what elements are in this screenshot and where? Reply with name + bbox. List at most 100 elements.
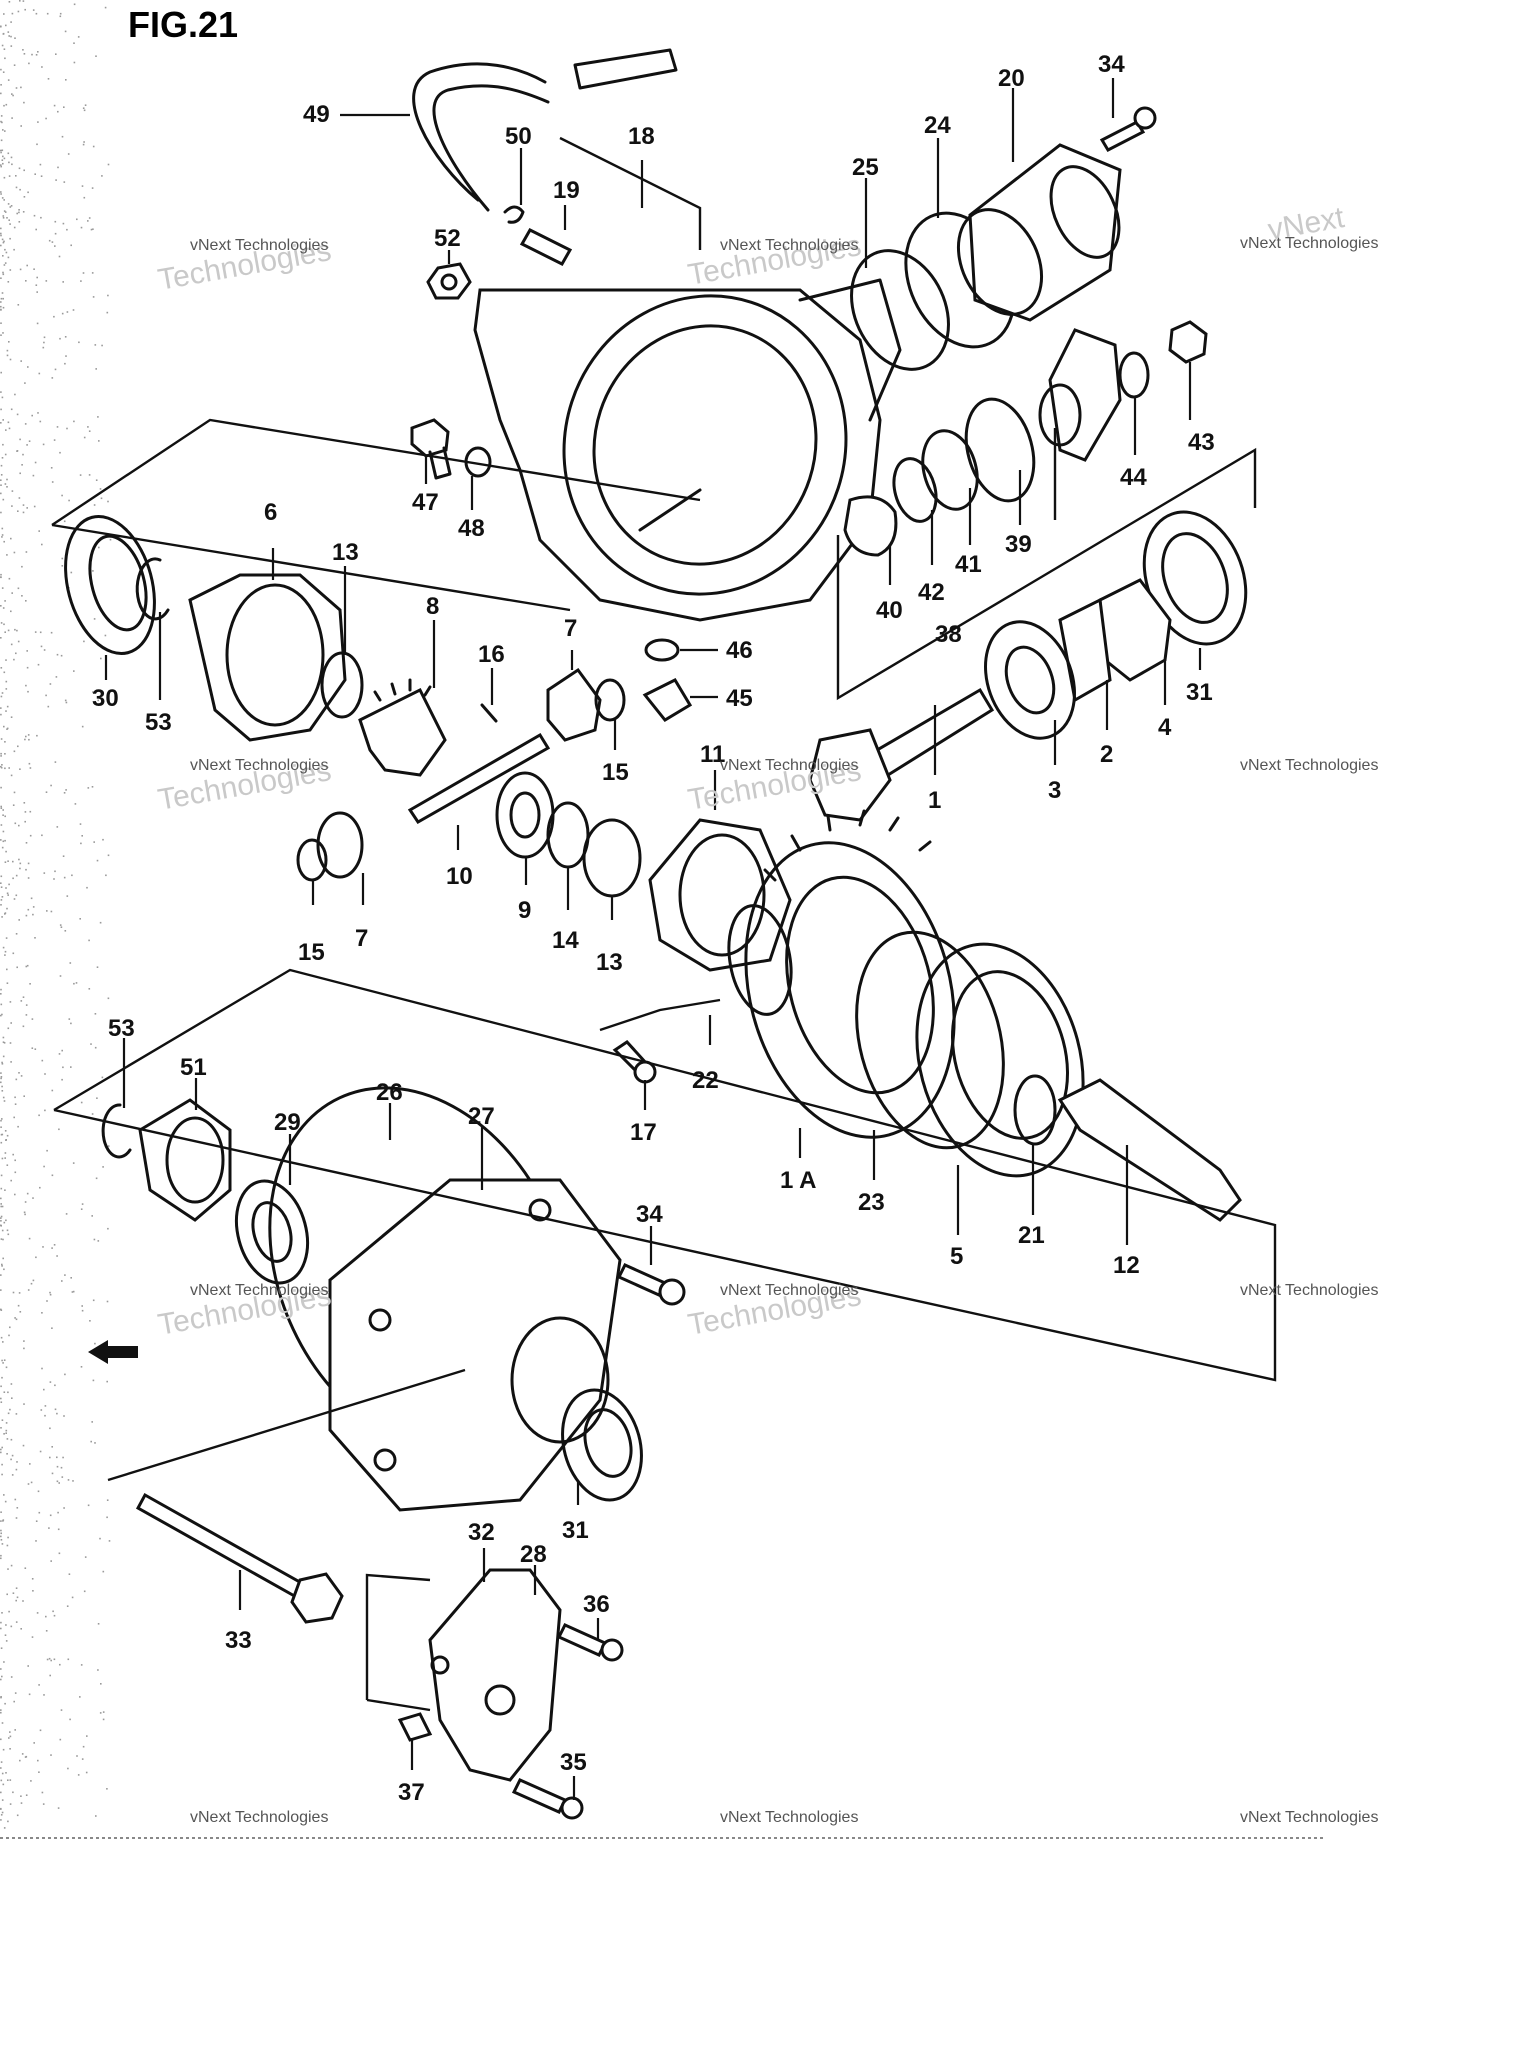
callout-1: 1 bbox=[928, 787, 941, 814]
watermark-small-1: vNext Technologies bbox=[190, 237, 328, 254]
spacer-2 bbox=[1058, 597, 1112, 703]
direction-arrow bbox=[88, 1340, 138, 1364]
callout-49: 49 bbox=[303, 101, 330, 128]
callout-15-lower: 15 bbox=[298, 939, 325, 966]
callout-numbers: 49 50 18 19 52 25 24 20 34 47 48 43 44 3… bbox=[92, 51, 1215, 1806]
washer-21 bbox=[1013, 1074, 1057, 1146]
callout-48: 48 bbox=[458, 515, 485, 542]
callout-5: 5 bbox=[950, 1243, 963, 1270]
snapring-53-lower bbox=[101, 1103, 132, 1159]
bolt-47 bbox=[410, 418, 452, 480]
extension-case-20 bbox=[956, 143, 1122, 322]
pinion-gear-8 bbox=[358, 678, 447, 777]
flange-43-44 bbox=[1038, 320, 1208, 462]
washer-22 bbox=[727, 904, 793, 1016]
callout-13-top: 13 bbox=[332, 539, 359, 566]
gasket-25 bbox=[850, 249, 950, 371]
watermark-small-12: vNext Technologies bbox=[1240, 1809, 1378, 1826]
callout-2: 2 bbox=[1100, 741, 1113, 768]
washer-13-top bbox=[320, 651, 364, 719]
pin-19 bbox=[519, 228, 573, 266]
callout-39: 39 bbox=[1005, 531, 1032, 558]
callout-18: 18 bbox=[628, 123, 655, 150]
callout-32: 32 bbox=[468, 1519, 495, 1546]
gear-9 bbox=[495, 771, 555, 859]
callout-15-top: 15 bbox=[602, 759, 629, 786]
nut-52 bbox=[426, 262, 472, 300]
washer-13-mid bbox=[582, 818, 642, 898]
hose-49 bbox=[412, 48, 678, 212]
callout-44: 44 bbox=[1120, 464, 1147, 491]
clip-50 bbox=[503, 205, 525, 224]
callout-31-lower: 31 bbox=[562, 1517, 589, 1544]
callout-28: 28 bbox=[520, 1541, 547, 1568]
callout-1A: 1 A bbox=[780, 1167, 816, 1194]
callout-53-top: 53 bbox=[145, 709, 172, 736]
bolt-34-lower bbox=[616, 1263, 686, 1306]
callout-21: 21 bbox=[1018, 1222, 1045, 1249]
scan-noise bbox=[0, 0, 112, 1829]
callout-35: 35 bbox=[560, 1749, 587, 1776]
bearing-31-lower bbox=[561, 1388, 643, 1502]
bracket-lines bbox=[51, 136, 1277, 1712]
watermark-small-3: vNext Technologies bbox=[1240, 235, 1378, 252]
washer-14 bbox=[546, 801, 590, 869]
side-gear-7-top bbox=[546, 667, 626, 742]
callout-22: 22 bbox=[692, 1067, 719, 1094]
bolt-34-top bbox=[1099, 106, 1157, 152]
drive-pinion-1 bbox=[808, 687, 995, 822]
callout-43: 43 bbox=[1188, 429, 1215, 456]
callout-38: 38 bbox=[935, 621, 962, 648]
watermark-small-9: vNext Technologies bbox=[1240, 1282, 1378, 1299]
callout-6: 6 bbox=[264, 499, 277, 526]
callout-3: 3 bbox=[1048, 777, 1061, 804]
watermark-small-2: vNext Technologies bbox=[720, 237, 858, 254]
carrier-6 bbox=[188, 573, 347, 742]
watermark-small-4: vNext Technologies bbox=[190, 757, 328, 774]
callout-13-mid: 13 bbox=[596, 949, 623, 976]
callout-4: 4 bbox=[1158, 714, 1172, 741]
spacer-4 bbox=[1098, 578, 1172, 682]
watermark-small-8: vNext Technologies bbox=[720, 1282, 858, 1299]
callout-12: 12 bbox=[1113, 1252, 1140, 1279]
bearing-29 bbox=[235, 1179, 309, 1285]
callout-23: 23 bbox=[858, 1189, 885, 1216]
callout-11: 11 bbox=[700, 741, 725, 768]
callout-26: 26 bbox=[376, 1079, 403, 1106]
watermark-small-7: vNext Technologies bbox=[190, 1282, 328, 1299]
shaft-12 bbox=[1057, 1078, 1242, 1222]
leader-lines bbox=[104, 78, 1202, 1800]
plug-37 bbox=[397, 1712, 433, 1742]
callout-41: 41 bbox=[955, 551, 982, 578]
sleeve-51 bbox=[138, 1098, 232, 1222]
callout-14: 14 bbox=[552, 927, 579, 954]
washer-46 bbox=[644, 638, 680, 662]
callout-31-top: 31 bbox=[1186, 679, 1213, 706]
bearing-5 bbox=[915, 942, 1085, 1178]
callout-17: 17 bbox=[630, 1119, 657, 1146]
callout-30: 30 bbox=[92, 685, 119, 712]
pin-16 bbox=[480, 703, 498, 723]
callout-37: 37 bbox=[398, 1779, 425, 1806]
callout-40: 40 bbox=[876, 597, 903, 624]
cover-28 bbox=[428, 1568, 562, 1782]
callout-47: 47 bbox=[412, 489, 439, 516]
seal-stack-39-42 bbox=[843, 397, 1036, 557]
callout-52: 52 bbox=[434, 225, 461, 252]
bolt-36 bbox=[556, 1623, 624, 1662]
callout-36: 36 bbox=[583, 1591, 610, 1618]
callout-7-lower: 7 bbox=[355, 925, 368, 952]
callout-46: 46 bbox=[726, 637, 753, 664]
callout-34-lower: 34 bbox=[636, 1201, 663, 1228]
cover-27 bbox=[328, 1178, 622, 1512]
callout-25: 25 bbox=[852, 154, 879, 181]
callout-20: 20 bbox=[998, 65, 1025, 92]
callout-51: 51 bbox=[180, 1054, 207, 1081]
figure-label: FIG.21 bbox=[128, 4, 238, 45]
callout-34-top: 34 bbox=[1098, 51, 1125, 78]
watermark-small-5: vNext Technologies bbox=[720, 757, 858, 774]
callout-8: 8 bbox=[426, 593, 439, 620]
bearing-3 bbox=[984, 620, 1076, 740]
shaft-10 bbox=[407, 732, 551, 824]
